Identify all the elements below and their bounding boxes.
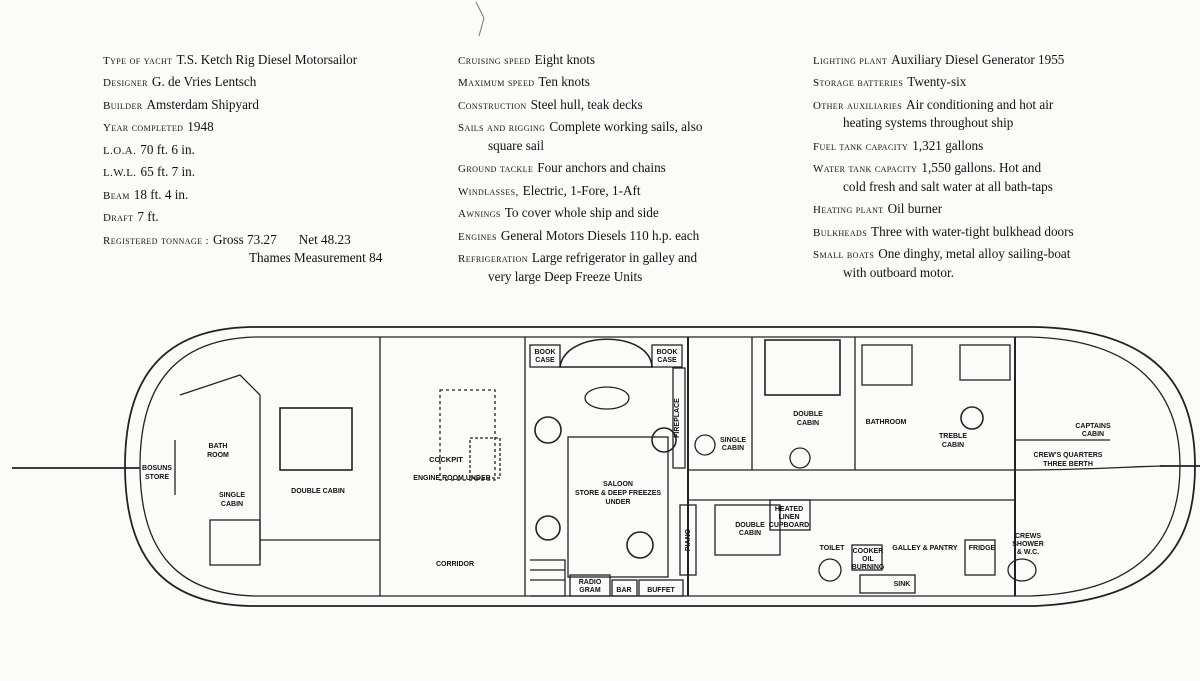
fireplace-shape	[672, 367, 686, 469]
buffet-shape	[638, 579, 684, 597]
spec-lwl: L.W.L.65 ft. 7 in.	[103, 164, 196, 180]
label-bathroom: BATHROOM	[866, 419, 907, 426]
crew-berth-line	[1014, 465, 1166, 471]
label-fridge: FRIDGE	[969, 545, 996, 552]
cooker-shape	[851, 544, 883, 571]
aft-single-berth	[209, 519, 261, 566]
label-galley: GALLEY & PANTRY	[892, 545, 958, 552]
engine-hatch	[469, 437, 501, 479]
label-double-cabin-aft: DOUBLE CABIN	[291, 488, 345, 495]
fridge-shape	[964, 539, 996, 576]
crew-wc	[1007, 558, 1037, 582]
saloon-store	[567, 436, 669, 578]
label-engine-room: ENGINE ROOM UNDER	[413, 475, 490, 482]
saloon-chair-1	[534, 416, 562, 444]
saloon-settee	[559, 338, 653, 368]
radiogram-shape	[569, 574, 611, 597]
label-toilet: TOILET	[820, 545, 845, 552]
label-fireplace: FIREPLACE	[674, 398, 681, 438]
bath-tub	[861, 344, 913, 386]
hull-inner	[139, 336, 1181, 597]
companion-stairs	[530, 559, 566, 597]
bookcase-left-shape	[529, 344, 561, 368]
label-corridor: CORRIDOR	[436, 561, 474, 568]
sink-shape	[859, 574, 916, 594]
bar-shape	[611, 579, 638, 597]
double-berth-fwd	[764, 339, 841, 396]
washbasin-1	[694, 434, 716, 456]
washbasin-2	[789, 447, 811, 469]
piano-shape	[679, 504, 697, 576]
linen-cupboard-shape	[769, 499, 811, 531]
engine-outline	[439, 389, 496, 481]
spec-loa: L.O.A.70 ft. 6 in.	[103, 141, 195, 157]
saloon-chair-3	[535, 515, 561, 541]
treble-berth	[959, 344, 1011, 381]
label-sink: SINK	[894, 581, 911, 588]
aft-berth	[279, 407, 353, 471]
fold-mark	[475, 1, 485, 37]
bookcase-right-shape	[651, 344, 683, 368]
aft-locker	[179, 374, 261, 396]
label-piano: PIANO	[685, 528, 692, 551]
label-buffet: BUFFET	[647, 587, 675, 594]
spec-windlasses: Windlasses,Electric, 1-Fore, 1-Aft	[458, 182, 641, 198]
saloon-table	[584, 386, 630, 410]
hull-outline	[124, 326, 1196, 607]
toilet-bowl	[818, 558, 842, 582]
label-cockpit: COCKPIT	[429, 455, 463, 464]
saloon-chair-2	[651, 427, 677, 453]
treble-chair	[960, 406, 984, 430]
saloon-chair-4	[626, 531, 654, 559]
label-bar: BAR	[616, 587, 631, 594]
